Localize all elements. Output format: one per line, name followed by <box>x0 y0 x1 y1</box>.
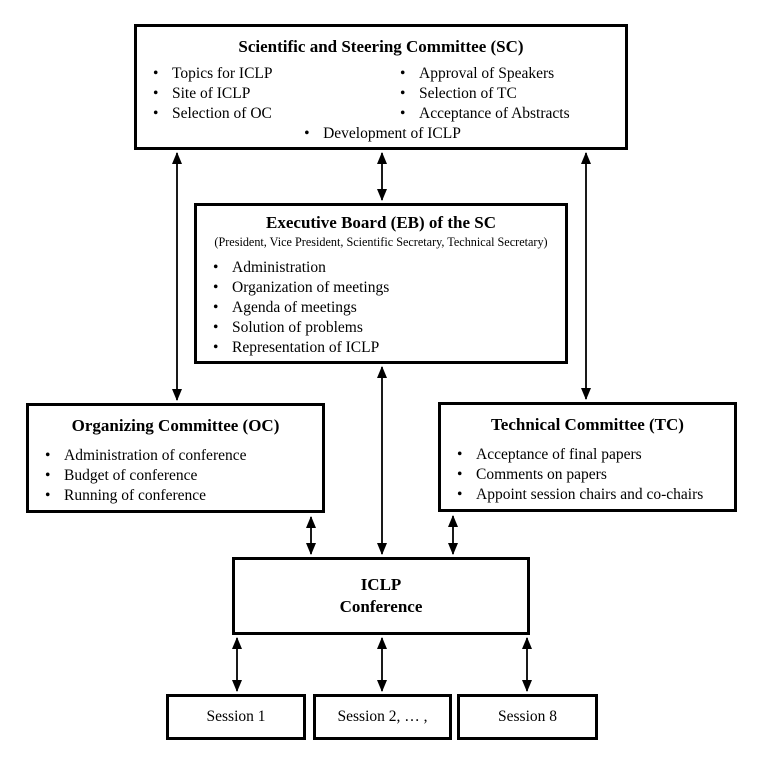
eb-subtitle: (President, Vice President, Scientific S… <box>214 235 548 249</box>
bullet-item: Development of ICLP <box>301 124 461 144</box>
bullet-item: Approval of Speakers <box>397 64 570 84</box>
bullet-item: Acceptance of Abstracts <box>397 104 570 124</box>
bullet-item: Acceptance of final papers <box>454 445 734 465</box>
conference-title-line2: Conference <box>339 597 423 616</box>
session-1-box: Session 1 <box>166 694 306 740</box>
sc-left-bullet-list: Topics for ICLP Site of ICLP Selection o… <box>150 64 397 124</box>
bullet-item: Selection of OC <box>150 104 397 124</box>
sc-bottom-bullet-row: Development of ICLP <box>137 124 625 144</box>
bullet-item: Selection of TC <box>397 84 570 104</box>
bullet-item: Solution of problems <box>210 318 565 338</box>
bullet-item: Organization of meetings <box>210 278 565 298</box>
bullet-item: Site of ICLP <box>150 84 397 104</box>
sc-box: Scientific and Steering Committee (SC) T… <box>134 24 628 150</box>
bullet-item: Budget of conference <box>42 466 322 486</box>
sc-title: Scientific and Steering Committee (SC) <box>238 37 524 56</box>
conference-title-line1: ICLP <box>360 575 402 594</box>
bullet-item: Comments on papers <box>454 465 734 485</box>
eb-box: Executive Board (EB) of the SC (Presiden… <box>194 203 568 364</box>
sc-right-bullet-list: Approval of Speakers Selection of TC Acc… <box>397 64 570 124</box>
bullet-item: Agenda of meetings <box>210 298 565 318</box>
oc-bullet-list: Administration of conference Budget of c… <box>42 446 322 506</box>
session-label: Session 2, … , <box>337 708 428 725</box>
bullet-item: Administration <box>210 258 565 278</box>
session-8-box: Session 8 <box>457 694 598 740</box>
oc-title: Organizing Committee (OC) <box>71 416 280 435</box>
bullet-item: Topics for ICLP <box>150 64 397 84</box>
bullet-item: Administration of conference <box>42 446 322 466</box>
tc-bullet-list: Acceptance of final papers Comments on p… <box>454 445 734 505</box>
session-label: Session 8 <box>498 708 557 725</box>
session-2-box: Session 2, … , <box>313 694 452 740</box>
tc-title: Technical Committee (TC) <box>491 415 684 434</box>
conference-box: ICLP Conference <box>232 557 530 635</box>
tc-box: Technical Committee (TC) Acceptance of f… <box>438 402 737 512</box>
eb-title: Executive Board (EB) of the SC <box>266 213 496 232</box>
sc-bullet-columns: Topics for ICLP Site of ICLP Selection o… <box>137 64 625 124</box>
bullet-item: Appoint session chairs and co-chairs <box>454 485 734 505</box>
eb-bullet-list: Administration Organization of meetings … <box>210 258 565 358</box>
oc-box: Organizing Committee (OC) Administration… <box>26 403 325 513</box>
session-label: Session 1 <box>206 708 266 725</box>
bullet-item: Running of conference <box>42 486 322 506</box>
bullet-item: Representation of ICLP <box>210 338 565 358</box>
